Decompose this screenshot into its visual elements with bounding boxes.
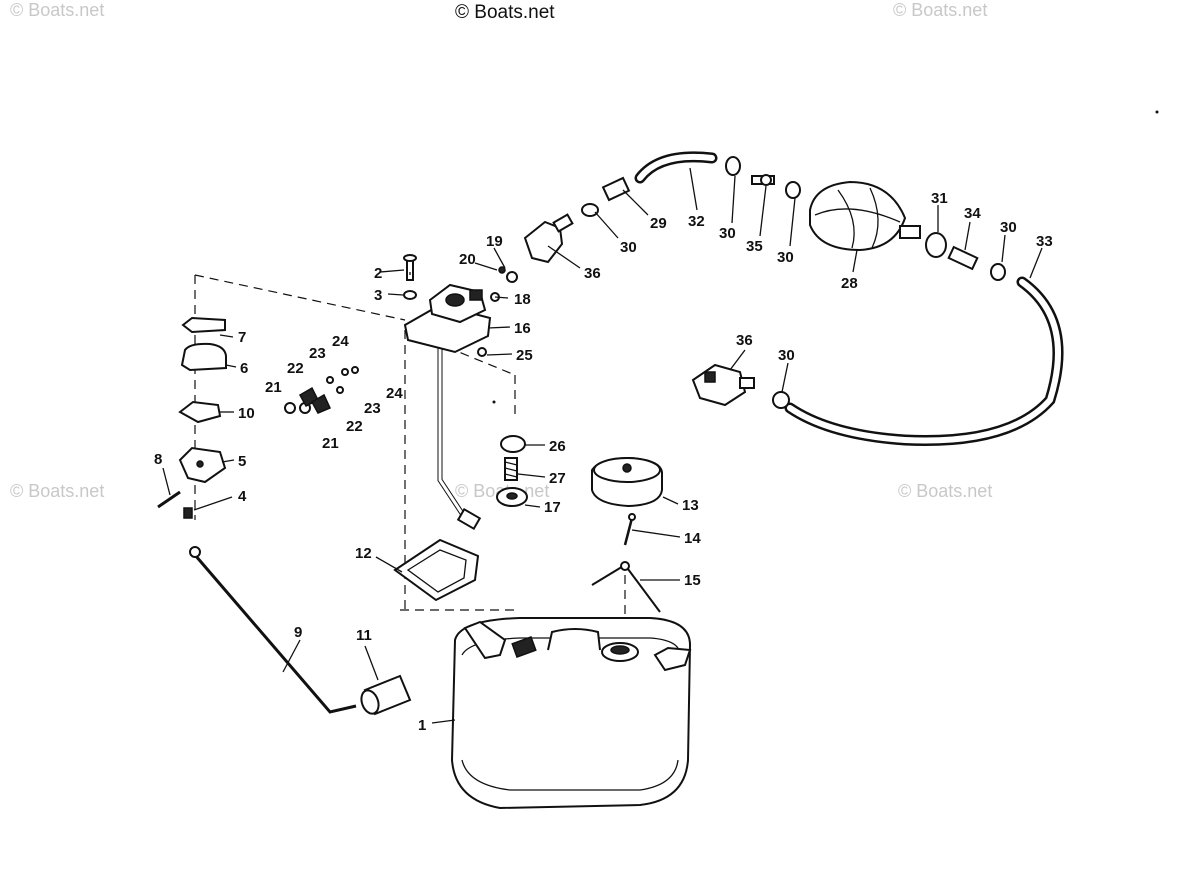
callout-33: 33 — [1036, 233, 1053, 250]
vent-part-15 — [591, 561, 661, 613]
callout-32: 32 — [688, 213, 705, 230]
callout-16: 16 — [514, 320, 531, 337]
callout-22-a: 22 — [287, 360, 304, 377]
hose-part-33 — [784, 276, 1064, 446]
callout-1: 1 — [418, 717, 426, 734]
callout-27: 27 — [549, 470, 566, 487]
washer-part-3 — [403, 290, 417, 300]
screw-part-8 — [157, 490, 181, 509]
callout-36-a: 36 — [584, 265, 601, 282]
callout-15: 15 — [684, 572, 701, 589]
pickup-tube-part-9 — [189, 546, 357, 714]
callout-19: 19 — [486, 233, 503, 250]
callout-36-b: 36 — [736, 332, 753, 349]
stray-mark — [1155, 110, 1159, 114]
watermark-top-center: © Boats.net — [455, 2, 555, 23]
callout-30-a: 30 — [620, 239, 637, 256]
gasket-part-12 — [393, 538, 480, 602]
part-34 — [947, 245, 979, 271]
callout-10: 10 — [238, 405, 255, 422]
part-25 — [477, 347, 487, 357]
cover-assembly-part-16 — [403, 283, 492, 354]
callout-2: 2 — [374, 265, 382, 282]
callout-18: 18 — [514, 291, 531, 308]
callout-30-d: 30 — [1000, 219, 1017, 236]
part-29 — [601, 176, 631, 202]
callout-29: 29 — [650, 215, 667, 232]
filter-part-11 — [360, 674, 412, 716]
part-14 — [623, 513, 636, 546]
leader-lines — [162, 167, 1043, 724]
pickup-stem — [437, 345, 482, 531]
part-17 — [496, 487, 528, 507]
part-31 — [925, 232, 947, 258]
callout-22-b: 22 — [346, 418, 363, 435]
check-valve-parts — [284, 366, 359, 414]
callout-31: 31 — [931, 190, 948, 207]
callout-25: 25 — [516, 347, 533, 364]
watermark-top-left: © Boats.net — [10, 0, 104, 20]
callout-23-a: 23 — [309, 345, 326, 362]
gasket-part-7 — [181, 316, 226, 334]
callout-35: 35 — [746, 238, 763, 255]
callout-26: 26 — [549, 438, 566, 455]
part-20 — [498, 266, 506, 274]
screw-part-2 — [403, 254, 417, 281]
callout-14: 14 — [684, 530, 701, 547]
callout-24-a: 24 — [332, 333, 349, 350]
fuel-cap-part-13 — [591, 456, 663, 508]
primer-bulb-part-28 — [809, 180, 921, 252]
part-4 — [183, 507, 193, 519]
callout-11: 11 — [356, 627, 372, 644]
lens-part-6 — [180, 342, 227, 372]
callout-30-e: 30 — [778, 347, 795, 364]
callout-labels: 1 2 3 4 5 6 7 8 9 10 11 12 13 14 15 16 1… — [154, 190, 1053, 734]
stray-mark — [492, 400, 496, 404]
connector-part-36-lower — [691, 363, 755, 407]
watermark-mid-left: © Boats.net — [10, 481, 104, 501]
watermark-mid-right: © Boats.net — [898, 481, 992, 501]
housing-part-5 — [178, 446, 227, 484]
callout-21-a: 21 — [265, 379, 282, 396]
spring-part-27 — [504, 457, 518, 481]
callout-4: 4 — [238, 488, 247, 505]
fuel-tank-part-1 — [450, 617, 692, 810]
part-26 — [500, 435, 526, 453]
callout-8: 8 — [154, 451, 162, 468]
callout-21-b: 21 — [322, 435, 339, 452]
callout-20: 20 — [459, 251, 476, 268]
callout-30-c: 30 — [777, 249, 794, 266]
callout-23-b: 23 — [364, 400, 381, 417]
watermark-top-right: © Boats.net — [893, 0, 987, 20]
callout-24-b: 24 — [386, 385, 403, 402]
callout-7: 7 — [238, 329, 246, 346]
part-35 — [751, 174, 775, 186]
callout-12: 12 — [355, 545, 372, 562]
connector-part-36-upper — [523, 213, 574, 264]
callout-9: 9 — [294, 624, 302, 641]
callout-28: 28 — [841, 275, 858, 292]
callout-5: 5 — [238, 453, 246, 470]
callout-30-b: 30 — [719, 225, 736, 242]
callout-34: 34 — [964, 205, 981, 222]
hose-part-32 — [634, 151, 718, 184]
float-part-10 — [178, 400, 222, 424]
part-19 — [506, 271, 518, 283]
callout-13: 13 — [682, 497, 699, 514]
callout-3: 3 — [374, 287, 382, 304]
fitting-part-30-lower — [772, 391, 790, 409]
fittings-part-30 — [581, 156, 1006, 281]
callout-6: 6 — [240, 360, 248, 377]
callout-17: 17 — [544, 499, 561, 516]
